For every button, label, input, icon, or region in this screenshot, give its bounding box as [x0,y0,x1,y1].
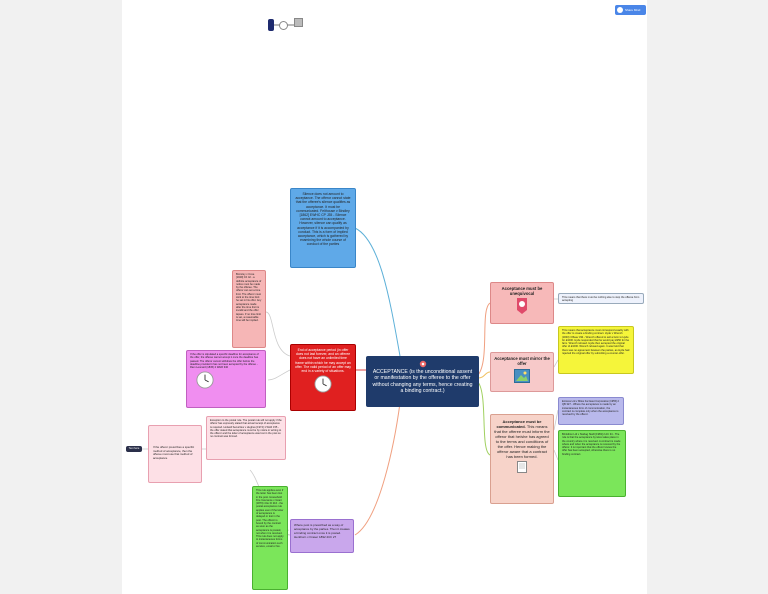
connector-magenta [267,369,291,381]
connector-mirror [477,371,491,379]
dark-tab-text: Text here [128,447,140,450]
node-lavender[interactable]: Entores Ltd v Miles Far East Corporation… [558,397,624,425]
document-icon [517,461,527,473]
node-post-left[interactable]: If the offeror prescribes a specific met… [148,425,202,483]
node-unequivocal-note[interactable]: This means that there must be nothing el… [558,293,644,304]
connector-pink-detail [264,311,291,357]
yellow-text: This means that acceptance must correspo… [562,329,630,356]
connector-green-right [553,449,559,461]
ribbon-badge-icon [517,298,527,314]
node-green-tall[interactable]: This rule applies even if the letter has… [252,486,288,590]
central-text: ACCEPTANCE (is the unconditional assent … [372,369,473,395]
clock-icon [314,375,332,393]
post-left-text: If the offeror prescribes a specific met… [153,445,195,460]
node-post-detail[interactable]: Exception to the postal rule. The postal… [206,416,286,460]
node-post-rule[interactable]: Where post is prescribed as a way of acc… [290,519,354,553]
unequivocal-note-text: This means that there must be nothing el… [562,296,640,303]
zoom-circle-icon[interactable] [279,21,288,30]
post-detail-text: Exception to the postal rule. The postal… [210,419,282,439]
silence-text: Silence does not amount to acceptance. T… [295,192,351,247]
gear-icon [419,360,426,368]
fit-view-icon[interactable] [294,18,303,27]
node-silence[interactable]: Silence does not amount to acceptance. T… [290,188,356,268]
share-icon [617,7,623,13]
unequivocal-title: Acceptance must be unequivocal [501,286,543,296]
node-dark-tab[interactable]: Text here [126,446,142,452]
node-communicated[interactable]: Acceptance must be communicated. This me… [490,414,554,504]
connector-post [354,402,401,536]
connector-silence [354,227,401,357]
clock-icon [196,371,214,390]
connector-lavender [553,409,559,431]
connector-communicated [477,381,491,456]
connector-unequivocal [477,302,491,376]
mirror-title: Acceptance must mirror the offer [494,356,550,366]
central-topic[interactable]: ACCEPTANCE (is the unconditional assent … [366,356,479,407]
node-green-right[interactable]: Brinkibon Ltd v Stahag Stahl [1983] 2 AC… [558,430,626,497]
node-mirror[interactable]: Acceptance must mirror the offer [490,352,554,392]
zoom-control[interactable] [268,18,304,32]
node-end-period[interactable]: End of acceptance period (in offer does … [290,344,356,411]
post-rule-text: Where post is prescribed as a way of acc… [294,523,350,539]
green-tall-text: This rule applies even if the letter has… [256,489,284,549]
green-right-text: Brinkibon Ltd v Stahag Stahl [1983] 2 AC… [562,433,621,456]
communicated-text: This means that the offeree must inform … [494,424,550,459]
connector-yellow [553,359,559,368]
pink-detail-text: Bromley v Coxe [1929] Ch 42 - a definite… [236,273,262,323]
magenta-text: If the offer is stipulated a specific de… [190,353,259,370]
node-unequivocal[interactable]: Acceptance must be unequivocal [490,282,554,324]
picture-frame-icon [514,369,530,383]
share-button[interactable]: Share Mind [615,5,646,15]
node-yellow[interactable]: This means that acceptance must correspo… [558,326,634,374]
node-magenta[interactable]: If the offer is stipulated a specific de… [186,350,266,408]
communicated-title: Acceptance must be communicated. [496,419,542,429]
end-period-text: End of acceptance period (in offer does … [295,348,351,374]
node-pink-detail[interactable]: Bromley v Coxe [1929] Ch 42 - a definite… [232,270,266,348]
zoom-slider-handle[interactable] [268,19,274,31]
share-label: Share Mind [625,8,641,12]
lavender-text: Entores Ltd v Miles Far East Corporation… [562,400,619,417]
